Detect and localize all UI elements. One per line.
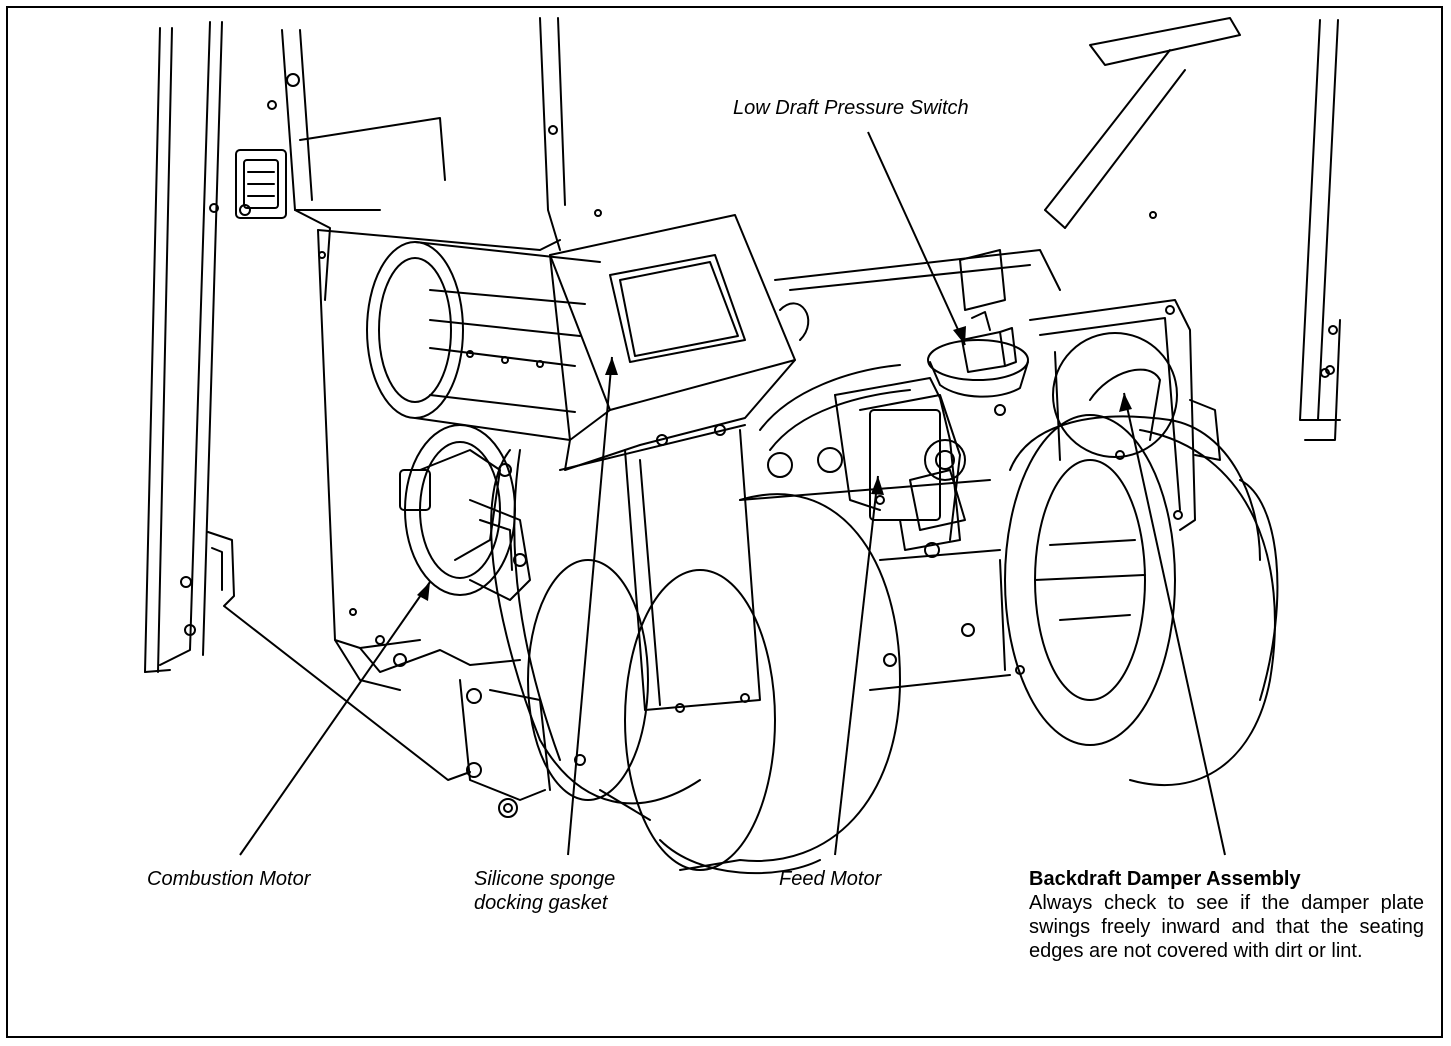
- hinge-bracket: [235, 149, 287, 219]
- feed-motor: [834, 377, 966, 558]
- backdraft-damper: [1029, 299, 1221, 531]
- left-side-panel: [144, 21, 223, 673]
- leader-backdraft: [1123, 392, 1226, 856]
- combustion-blower-housing: [317, 229, 561, 691]
- label-low-draft-pressure-switch: Low Draft Pressure Switch: [733, 97, 969, 119]
- top-frame: [281, 17, 1341, 421]
- docking-box: [549, 214, 796, 471]
- right-blower: [1004, 414, 1279, 786]
- leader-gasket: [567, 356, 613, 856]
- combustion-blower-scroll: [490, 449, 701, 821]
- support-bracket: [459, 679, 551, 818]
- label-backdraft-damper: Backdraft Damper Assembly Always check t…: [1029, 867, 1424, 963]
- arrow-combustion: [417, 582, 430, 601]
- rear-bracket: [180, 531, 471, 781]
- rear-blower: [624, 479, 1011, 875]
- label-silicone-gasket-line1: Silicone sponge: [474, 868, 616, 890]
- chute: [624, 424, 761, 713]
- screws: [209, 73, 1330, 616]
- leader-lines: [239, 131, 1226, 856]
- label-feed-motor: Feed Motor: [779, 868, 882, 890]
- arrow-gasket: [605, 357, 618, 375]
- label-combustion-motor: Combustion Motor: [147, 868, 311, 890]
- combustion-motor-cylinder: [366, 241, 601, 441]
- leader-combustion: [239, 581, 431, 856]
- arrow-backdraft: [1119, 393, 1132, 412]
- control-board: [759, 249, 1061, 478]
- arrow-low-draft: [953, 326, 966, 345]
- label-silicone-gasket: Silicone sponge docking gasket: [474, 867, 674, 915]
- arrowheads: [417, 326, 1132, 601]
- leader-low-draft: [867, 131, 966, 346]
- backdraft-damper-description: Always check to see if the damper plate …: [1029, 892, 1424, 962]
- diagram-frame: [6, 6, 1443, 1038]
- combustion-motor-fan: [399, 424, 531, 601]
- leader-feed: [834, 475, 879, 856]
- pressure-switch: [927, 311, 1029, 416]
- arrow-feed: [871, 476, 884, 495]
- backdraft-damper-title: Backdraft Damper Assembly: [1029, 868, 1301, 890]
- label-silicone-gasket-line2: docking gasket: [474, 892, 608, 914]
